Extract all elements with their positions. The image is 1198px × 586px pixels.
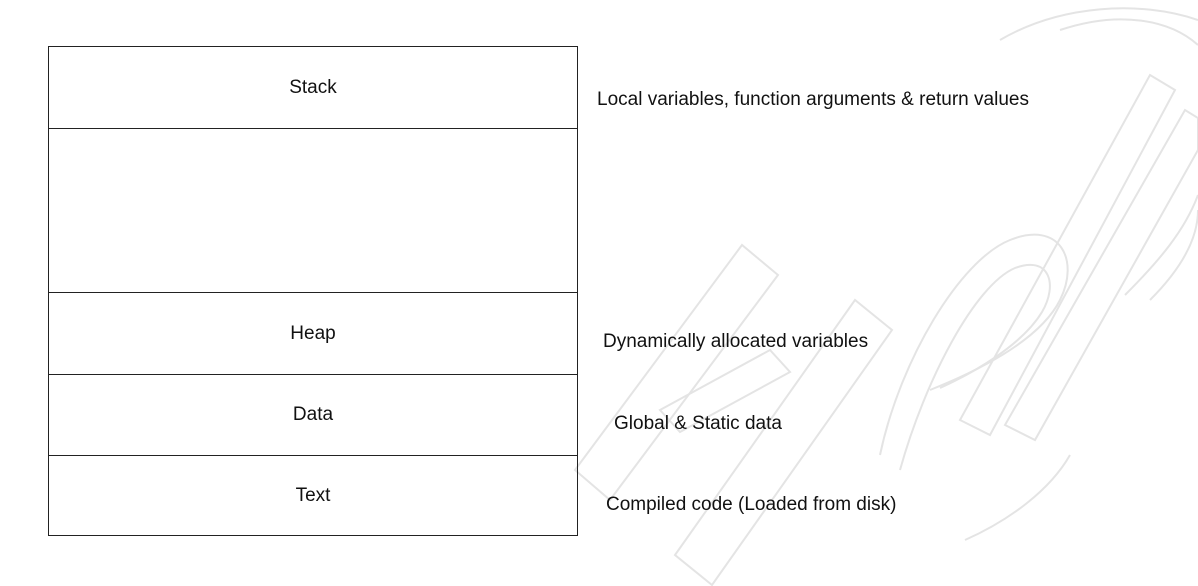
stack-description: Local variables, function arguments & re… [597, 89, 1029, 110]
heap-description: Dynamically allocated variables [603, 331, 869, 352]
memory-layout-diagram: Stack Heap Data Text [48, 46, 578, 536]
segment-heap-label: Heap [290, 322, 336, 344]
segment-data-label: Data [292, 404, 334, 425]
segment-free-space [49, 129, 577, 293]
segment-stack: Stack [49, 47, 577, 129]
segment-data: Data [49, 375, 577, 456]
segment-heap: Heap [49, 293, 577, 375]
segment-stack-label: Stack [289, 76, 337, 98]
data-description: Global & Static data [614, 413, 782, 434]
text-description: Compiled code (Loaded from disk) [606, 494, 897, 515]
segment-text: Text [49, 456, 577, 536]
segment-text-label: Text [295, 485, 331, 506]
